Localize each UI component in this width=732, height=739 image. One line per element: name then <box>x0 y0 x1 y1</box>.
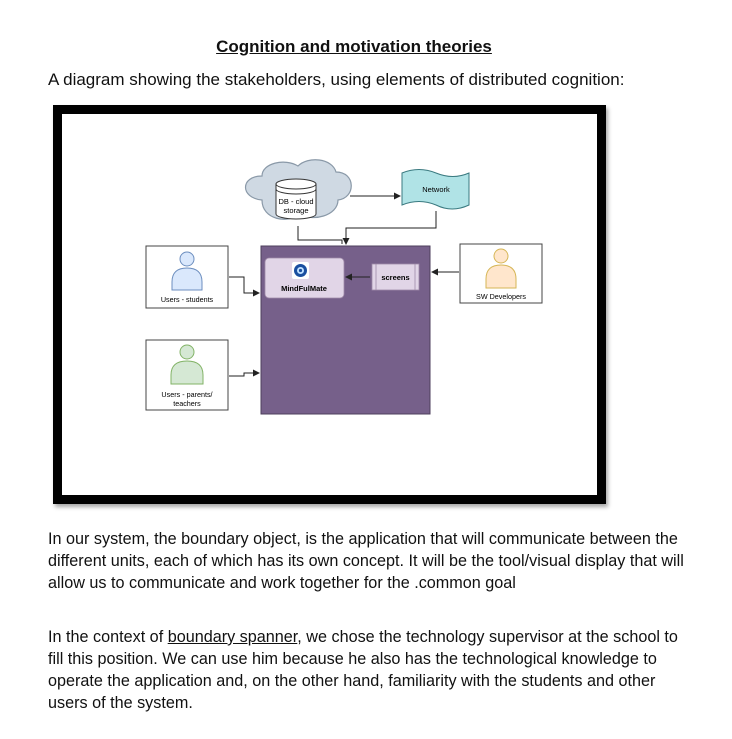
parents-label-1: Users - parents/ <box>161 390 212 399</box>
screens-label: screens <box>381 273 409 282</box>
intro-text: A diagram showing the stakeholders, usin… <box>48 70 625 89</box>
paragraph-boundary-spanner: In the context of boundary spanner, we c… <box>48 626 688 714</box>
network-label: Network <box>422 185 450 194</box>
network-shape <box>401 169 470 210</box>
arrow-network-to-app <box>342 211 437 245</box>
parent-person-icon <box>170 344 204 385</box>
arrow-students-to-app <box>229 276 260 297</box>
arrow-parents-to-app <box>229 369 260 377</box>
paragraph2-after: , we chose the technology supervisor at … <box>48 628 678 712</box>
screens-box <box>371 263 420 291</box>
developer-person-icon <box>485 248 517 289</box>
paragraph-boundary-object: In our system, the boundary object, is t… <box>48 530 684 592</box>
parents-label-2: teachers <box>173 399 201 408</box>
boundary-spanner-term: boundary spanner <box>167 628 298 646</box>
db-label-1: DB - cloud <box>278 197 313 206</box>
app-logo-icon <box>292 262 309 279</box>
page-title: Cognition and motivation theories <box>216 37 492 56</box>
db-label-2: storage <box>283 206 308 215</box>
students-label: Users - students <box>161 295 214 304</box>
arrow-db-to-app <box>297 226 343 244</box>
developers-label: SW Developers <box>476 292 526 301</box>
app-name: MindFulMate <box>281 284 327 293</box>
database-icon <box>275 178 317 220</box>
paragraph2-before: In the context of <box>48 628 168 646</box>
student-person-icon <box>171 251 203 291</box>
